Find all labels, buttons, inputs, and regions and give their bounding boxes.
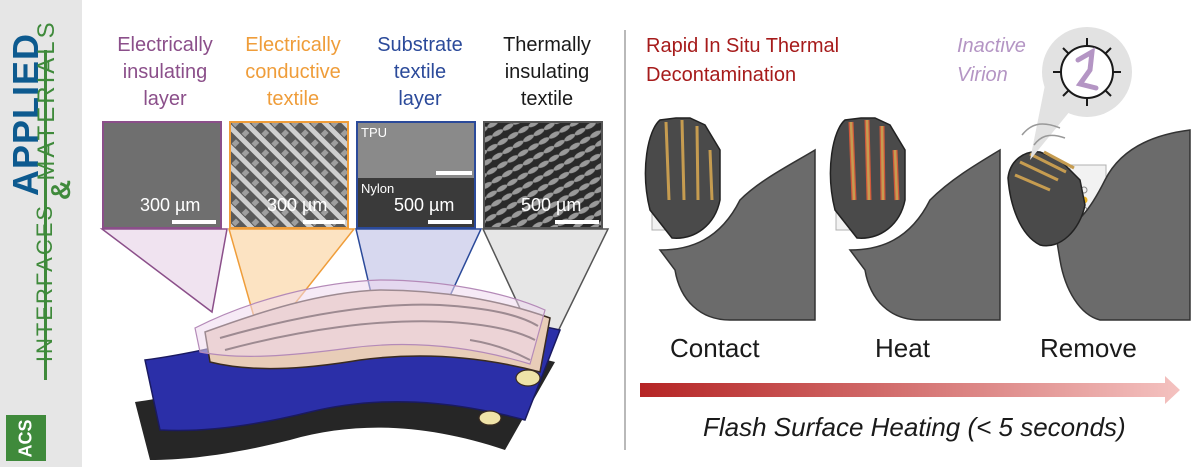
journal-banner: ACS APPLIED MATERIALS & INTERFACES [0, 0, 82, 467]
micrograph-conductive: 300 µm [229, 121, 349, 229]
step-heat: Heat [875, 333, 930, 363]
inactive-virion-label: Inactive Virion [957, 32, 1026, 90]
layer-label-line: textile [393, 61, 447, 83]
scale-bar [555, 220, 599, 224]
scale-bar [303, 220, 345, 224]
layer-label-line: insulating [504, 61, 590, 83]
title-line: Rapid In Situ Thermal [646, 35, 840, 57]
layer-label-line: Electrically [245, 34, 341, 56]
journal-rule [44, 50, 47, 380]
scale-label: 500 µm [394, 195, 455, 215]
sleeve [658, 148, 816, 321]
scale-bar [172, 220, 216, 224]
tag-nylon: Nylon [361, 181, 395, 196]
layer-label-line: layer [398, 88, 442, 110]
layer-label-line: textile [520, 88, 574, 110]
virion-rna [1075, 47, 1099, 91]
conductive-pad [515, 369, 541, 387]
scale-bar [436, 171, 472, 175]
layer-label-line: Thermally [503, 34, 591, 56]
micrograph-thermal: 500 µm [483, 121, 603, 229]
title-line: Decontamination [646, 64, 797, 86]
weave-texture [231, 123, 347, 227]
projection-insulating [99, 228, 228, 314]
scale-label: 300 µm [267, 195, 328, 215]
virion-line: Inactive [957, 35, 1026, 57]
glove-trace [664, 119, 714, 201]
micrograph-substrate: TPU Nylon 500 µm [356, 121, 476, 229]
glove-trace [849, 119, 899, 201]
glove [1007, 151, 1086, 247]
layer-label-line: Substrate [377, 34, 463, 56]
layer-label-line: conductive [245, 61, 341, 83]
acs-logo: ACS [6, 415, 46, 461]
step-contact: Contact [670, 333, 760, 363]
scale-label: 500 µm [521, 195, 582, 215]
fiber-texture [485, 123, 601, 227]
virion-spikes [1053, 38, 1121, 106]
insulating-layer [194, 279, 546, 365]
layer-label-line: insulating [122, 61, 208, 83]
micrograph-insulating: 300 µm [102, 121, 222, 229]
layer-label-substrate: Substrate textile layer [358, 32, 482, 113]
sleeve [848, 148, 1001, 321]
layer-label-conductive: Electrically conductive textile [231, 32, 355, 113]
conductive-pad [478, 410, 502, 426]
layer-label-thermal: Thermally insulating textile [485, 32, 609, 113]
layer-label-line: textile [266, 88, 320, 110]
scale-label: 300 µm [140, 195, 201, 215]
step-remove: Remove [1040, 333, 1137, 363]
tag-tpu: TPU [361, 125, 387, 140]
layer-label-line: layer [143, 88, 187, 110]
scale-bar [428, 220, 472, 224]
flash-heating-arrow [640, 376, 1180, 404]
virion-line: Virion [957, 64, 1008, 86]
projection-thermal [481, 228, 610, 362]
flash-heating-caption: Flash Surface Heating (< 5 seconds) [703, 412, 1126, 442]
glove-trace [1014, 150, 1075, 192]
nylon-region [358, 178, 474, 227]
layer-label-line: Electrically [117, 34, 213, 56]
sleeve [1054, 129, 1191, 321]
decontamination-title: Rapid In Situ Thermal Decontamination [646, 32, 839, 90]
layer-label-insulating: Electrically insulating layer [103, 32, 227, 113]
section-divider [624, 30, 626, 450]
